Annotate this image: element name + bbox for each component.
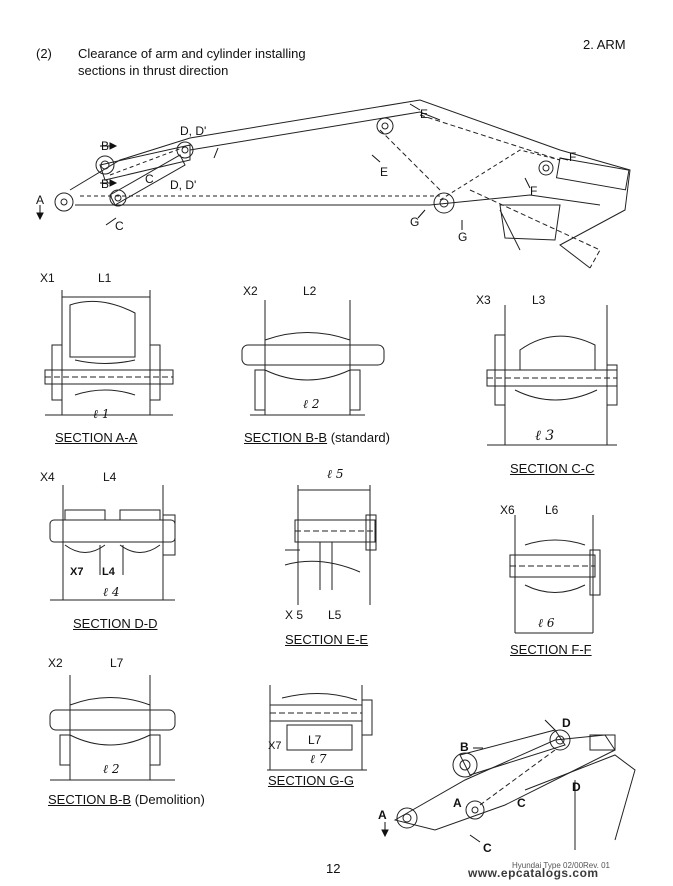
- section-bb-drawing: [240, 300, 390, 420]
- heading-line2: sections in thrust direction: [78, 63, 229, 78]
- overview-label-d-top: D, D': [180, 124, 207, 138]
- section-bb-demolition-drawing: [45, 675, 185, 785]
- section-bbd-title: SECTION B-B (Demolition): [48, 792, 205, 808]
- section-bb-suffix: (standard): [330, 430, 390, 445]
- overview-label-d-bottom: D, D': [170, 178, 197, 192]
- aa-x-label: X1: [40, 271, 55, 285]
- item-number: (2): [36, 46, 52, 61]
- dd-ell-label: ℓ 4: [103, 585, 120, 599]
- section-gg-drawing: [262, 680, 382, 775]
- gg-l-label: L7: [308, 733, 322, 747]
- section-ee-drawing: [280, 480, 380, 610]
- overview-label-b-bottom: B: [101, 177, 110, 191]
- detail-label-d-right: D: [572, 780, 581, 794]
- detail-label-a-left: A: [378, 808, 387, 822]
- bbd-l-label: L7: [110, 656, 124, 670]
- watermark: www.epcatalogs.com: [468, 866, 599, 880]
- overview-label-e-bottom: E: [380, 165, 389, 179]
- cc-x-label: X3: [476, 293, 491, 307]
- section-bbd-suffix: (Demolition): [134, 792, 205, 807]
- bb-x-label: X2: [243, 284, 258, 298]
- section-ff-drawing: [505, 515, 605, 635]
- bb-ell-label: ℓ 2: [303, 397, 320, 411]
- detail-label-c-mid: C: [517, 796, 526, 810]
- chapter-label: 2. ARM: [583, 37, 626, 52]
- section-dd-drawing: [45, 485, 185, 605]
- bbd-x-label: X2: [48, 656, 63, 670]
- cc-l-label: L3: [532, 293, 546, 307]
- gg-x7-label: X7: [268, 740, 282, 752]
- section-bb-title-main: SECTION B-B: [244, 430, 328, 445]
- detail-label-a-mid: A: [453, 796, 462, 810]
- detail-label-d-top: D: [562, 716, 571, 730]
- detail-linkage-drawing: [375, 710, 645, 860]
- page-number: 12: [326, 861, 341, 876]
- doc-code: Hyundai Type 02/00Rev. 01: [512, 861, 610, 870]
- heading-line1: Clearance of arm and cylinder installing: [78, 46, 306, 61]
- ee-x-label: X 5: [285, 608, 304, 622]
- section-ee-title: SECTION E-E: [285, 632, 369, 647]
- overview-label-b-top: B: [101, 139, 110, 153]
- aa-l-label: L1: [98, 271, 112, 285]
- bbd-ell-label: ℓ 2: [103, 762, 120, 776]
- overview-label-g-left: G: [410, 215, 420, 229]
- ee-ell-label: ℓ 5: [327, 467, 344, 481]
- dd-x7-label: X7: [70, 566, 84, 578]
- section-ff-title: SECTION F-F: [510, 642, 592, 657]
- section-gg-title: SECTION G-G: [268, 773, 354, 788]
- overview-label-f-top: F: [569, 150, 577, 164]
- detail-label-b: B: [460, 740, 469, 754]
- section-cc-drawing: [485, 305, 625, 450]
- overview-label-c: C: [145, 172, 154, 186]
- overview-label-c-bottom: C: [115, 219, 124, 233]
- overview-label-e-top: E: [420, 107, 429, 121]
- ff-l-label: L6: [545, 503, 559, 517]
- overview-label-a: A: [36, 193, 45, 207]
- overview-label-g-right: G: [458, 230, 468, 244]
- section-bbd-title-main: SECTION B-B: [48, 792, 132, 807]
- dd-l4b-label: L4: [102, 566, 115, 578]
- arm-overview-drawing: [0, 0, 673, 280]
- gg-ell-label: ℓ 7: [310, 752, 327, 766]
- dd-x-label: X4: [40, 470, 55, 484]
- aa-ell-label: ℓ 1: [93, 407, 110, 421]
- section-aa-title: SECTION A-A: [55, 430, 138, 445]
- ff-x-label: X6: [500, 503, 515, 517]
- bb-l-label: L2: [303, 284, 317, 298]
- cc-ell-label: ℓ 3: [535, 428, 555, 444]
- ee-l-label: L5: [328, 608, 342, 622]
- detail-label-c-bottom: C: [483, 841, 492, 855]
- overview-label-f-bottom: F: [530, 184, 538, 198]
- dd-l-label: L4: [103, 470, 117, 484]
- section-aa-drawing: [40, 285, 180, 425]
- section-dd-title: SECTION D-D: [73, 616, 158, 631]
- ff-ell-label: ℓ 6: [538, 616, 555, 630]
- section-bb-title: SECTION B-B (standard): [244, 430, 390, 446]
- section-cc-title: SECTION C-C: [510, 461, 595, 476]
